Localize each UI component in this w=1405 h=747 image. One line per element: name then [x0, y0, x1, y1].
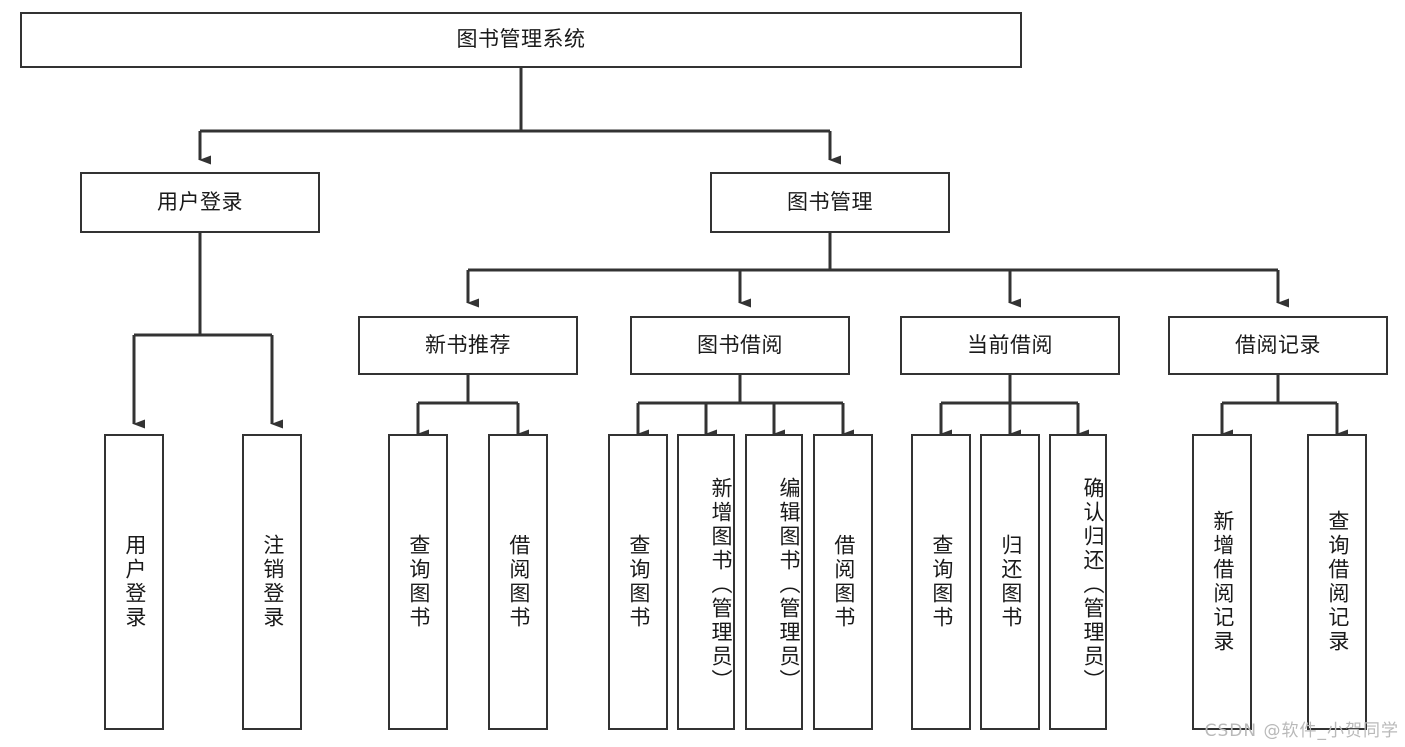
node-current-borrow[interactable]: 当前借阅: [900, 316, 1120, 375]
node-root[interactable]: 图书管理系统: [20, 12, 1022, 68]
node-user-login-label: 用户登录: [157, 189, 243, 214]
leaf-add-record[interactable]: 新增借阅记录: [1192, 434, 1252, 730]
leaf-return-book-label: 归还图书: [998, 534, 1023, 630]
leaf-add-record-label: 新增借阅记录: [1210, 510, 1235, 654]
leaf-add-book-label: 新增图书（管理员）: [709, 477, 733, 693]
node-borrow-record-label: 借阅记录: [1235, 332, 1321, 357]
node-book-borrow[interactable]: 图书借阅: [630, 316, 850, 375]
leaf-query-record-label: 查询借阅记录: [1325, 510, 1350, 654]
leaf-borrow-book-borrow[interactable]: 借阅图书: [813, 434, 873, 730]
leaf-user-logout[interactable]: 注销登录: [242, 434, 302, 730]
leaf-add-book[interactable]: 新增图书（管理员）: [677, 434, 735, 730]
node-book-manage-label: 图书管理: [787, 189, 873, 214]
leaf-confirm-return-label: 确认归还（管理员）: [1081, 477, 1105, 693]
leaf-query-book-rec[interactable]: 查询图书: [388, 434, 448, 730]
node-book-manage[interactable]: 图书管理: [710, 172, 950, 233]
node-current-borrow-label: 当前借阅: [967, 332, 1053, 357]
leaf-borrow-book-borrow-label: 借阅图书: [831, 534, 856, 630]
node-root-label: 图书管理系统: [456, 27, 586, 52]
node-user-login[interactable]: 用户登录: [80, 172, 320, 233]
leaf-query-book-current-label: 查询图书: [929, 534, 954, 630]
node-new-book-rec-label: 新书推荐: [425, 332, 511, 357]
leaf-query-book-borrow-label: 查询图书: [626, 534, 651, 630]
leaf-edit-book[interactable]: 编辑图书（管理员）: [745, 434, 803, 730]
node-borrow-record[interactable]: 借阅记录: [1168, 316, 1388, 375]
node-book-borrow-label: 图书借阅: [697, 332, 783, 357]
leaf-confirm-return[interactable]: 确认归还（管理员）: [1049, 434, 1107, 730]
leaf-query-record[interactable]: 查询借阅记录: [1307, 434, 1367, 730]
leaf-query-book-rec-label: 查询图书: [406, 534, 431, 630]
leaf-user-login-label: 用户登录: [122, 534, 147, 630]
leaf-query-book-current[interactable]: 查询图书: [911, 434, 971, 730]
watermark: CSDN @软件_小贺同学: [1204, 721, 1399, 741]
leaf-borrow-book-rec[interactable]: 借阅图书: [488, 434, 548, 730]
leaf-query-book-borrow[interactable]: 查询图书: [608, 434, 668, 730]
leaf-edit-book-label: 编辑图书（管理员）: [777, 477, 801, 693]
leaf-borrow-book-rec-label: 借阅图书: [506, 534, 531, 630]
node-new-book-rec[interactable]: 新书推荐: [358, 316, 578, 375]
leaf-user-logout-label: 注销登录: [260, 534, 285, 630]
leaf-user-login[interactable]: 用户登录: [104, 434, 164, 730]
leaf-return-book[interactable]: 归还图书: [980, 434, 1040, 730]
